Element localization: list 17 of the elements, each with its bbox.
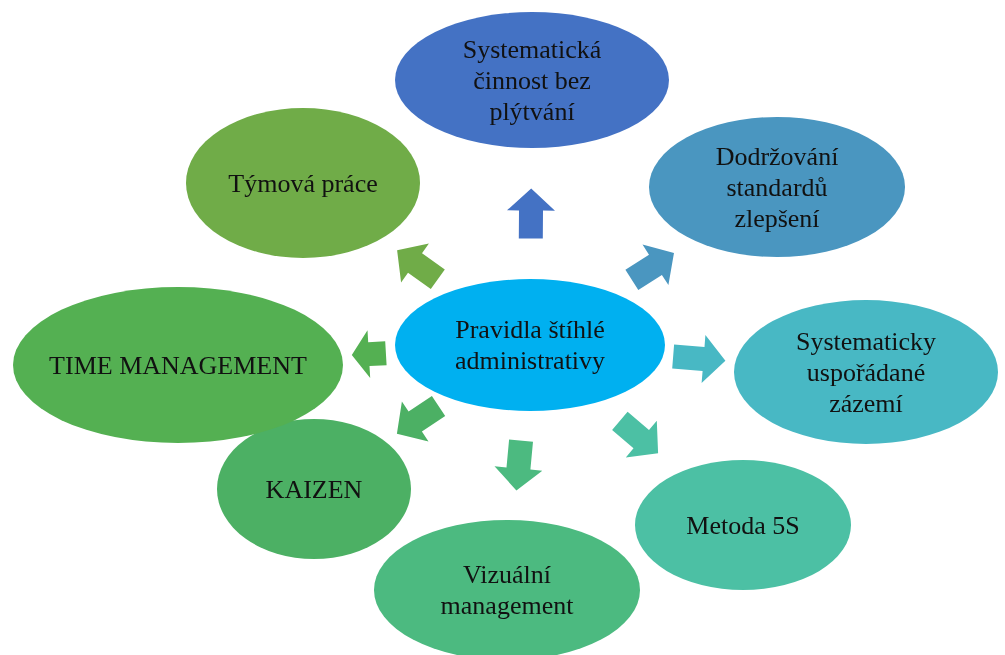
block-arrow — [625, 244, 674, 290]
block-arrow — [397, 243, 445, 289]
block-arrow — [494, 439, 543, 491]
node-label: Metoda 5S — [686, 509, 800, 541]
node-label: Systematická činnost bez plýtvání — [461, 33, 603, 127]
node-label: Dodržování standardů zlepšení — [714, 140, 840, 234]
block-arrow — [612, 411, 659, 458]
node-label: Vizuální management — [439, 559, 575, 621]
node-label: TIME MANAGEMENT — [49, 349, 307, 381]
block-arrow — [351, 330, 387, 379]
node-label: Systematicky uspořádané zázemí — [794, 325, 938, 419]
node-label: Pravidla štíhlé administrativy — [453, 314, 607, 376]
block-arrow — [507, 188, 555, 239]
node-label: KAIZEN — [265, 473, 363, 505]
block-arrow — [396, 396, 446, 442]
node-label: Týmová práce — [228, 167, 378, 199]
block-arrow — [672, 335, 726, 383]
